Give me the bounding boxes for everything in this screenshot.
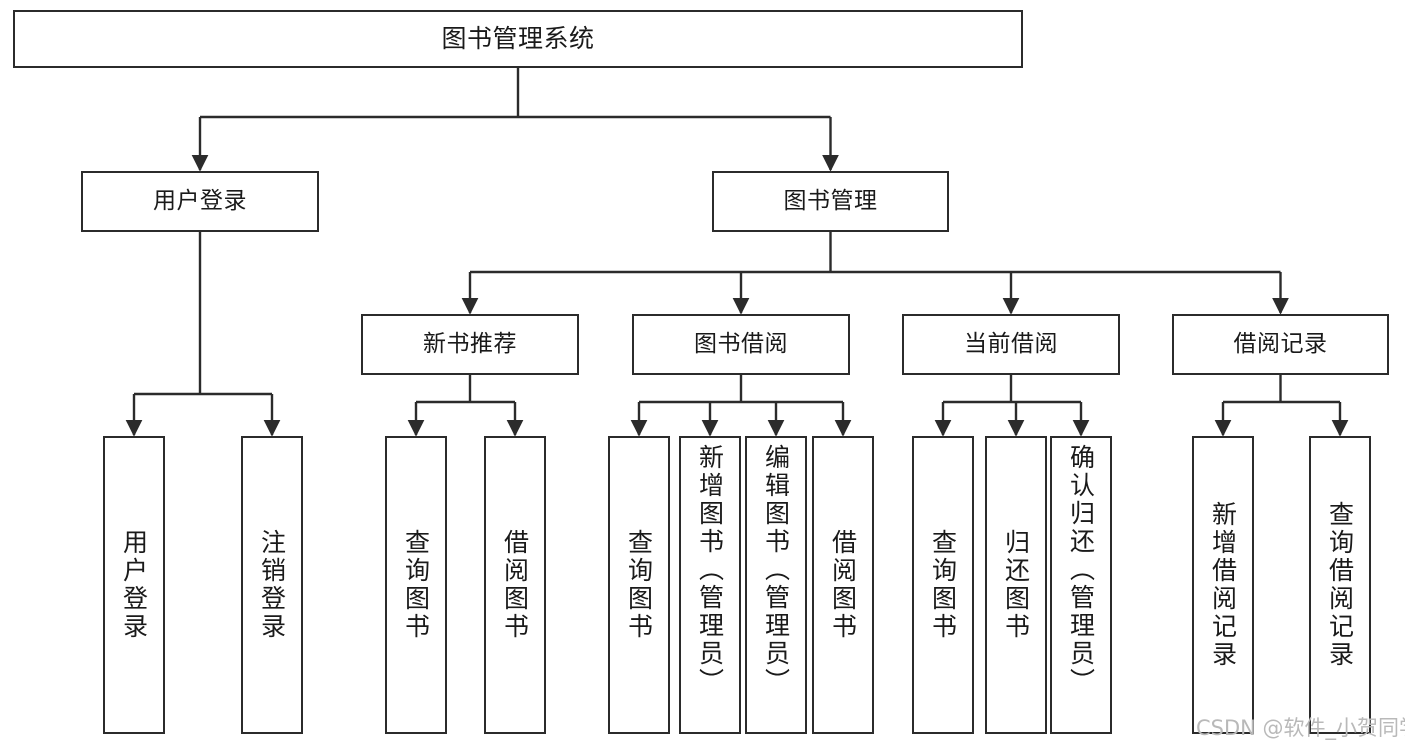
node-label: 归还图书: [1001, 529, 1031, 641]
node-label: 查询图书: [401, 529, 431, 641]
node-f7[interactable]: 编辑图书（管理员）: [745, 436, 807, 734]
node-label: 编辑图书（管理员）: [761, 444, 791, 696]
node-f8[interactable]: 借阅图书: [812, 436, 874, 734]
node-label: 借阅图书: [828, 529, 858, 641]
node-f13[interactable]: 查询借阅记录: [1309, 436, 1371, 734]
node-label: 用户登录: [153, 187, 247, 214]
node-f11[interactable]: 确认归还（管理员）: [1050, 436, 1112, 734]
watermark: CSDN @软件_小贺同学: [1196, 716, 1405, 740]
node-label: 查询图书: [928, 529, 958, 641]
node-label: 确认归还（管理员）: [1066, 444, 1096, 696]
node-label: 用户登录: [119, 529, 149, 641]
node-l3b[interactable]: 图书借阅: [632, 314, 850, 375]
node-label: 图书管理系统: [441, 24, 595, 54]
node-f3[interactable]: 查询图书: [385, 436, 447, 734]
node-f6[interactable]: 新增图书（管理员）: [679, 436, 741, 734]
node-label: 查询图书: [624, 529, 654, 641]
node-l2b[interactable]: 图书管理: [712, 171, 949, 232]
node-label: 借阅记录: [1233, 330, 1328, 357]
node-root[interactable]: 图书管理系统: [13, 10, 1023, 68]
node-l3a[interactable]: 新书推荐: [361, 314, 579, 375]
node-f4[interactable]: 借阅图书: [484, 436, 546, 734]
node-l2a[interactable]: 用户登录: [81, 171, 319, 232]
node-label: 查询借阅记录: [1325, 501, 1355, 669]
node-label: 新增借阅记录: [1208, 501, 1238, 669]
node-l3d[interactable]: 借阅记录: [1172, 314, 1389, 375]
node-label: 图书借阅: [694, 330, 788, 357]
node-f5[interactable]: 查询图书: [608, 436, 670, 734]
node-label: 新增图书（管理员）: [695, 444, 725, 696]
node-label: 图书管理: [783, 187, 878, 214]
node-f12[interactable]: 新增借阅记录: [1192, 436, 1254, 734]
node-l3c[interactable]: 当前借阅: [902, 314, 1120, 375]
node-label: 借阅图书: [500, 529, 530, 641]
node-f9[interactable]: 查询图书: [912, 436, 974, 734]
node-f10[interactable]: 归还图书: [985, 436, 1047, 734]
node-label: 新书推荐: [423, 330, 517, 357]
node-f2[interactable]: 注销登录: [241, 436, 303, 734]
node-label: 当前借阅: [964, 330, 1058, 357]
node-label: 注销登录: [257, 529, 287, 641]
node-f1[interactable]: 用户登录: [103, 436, 165, 734]
